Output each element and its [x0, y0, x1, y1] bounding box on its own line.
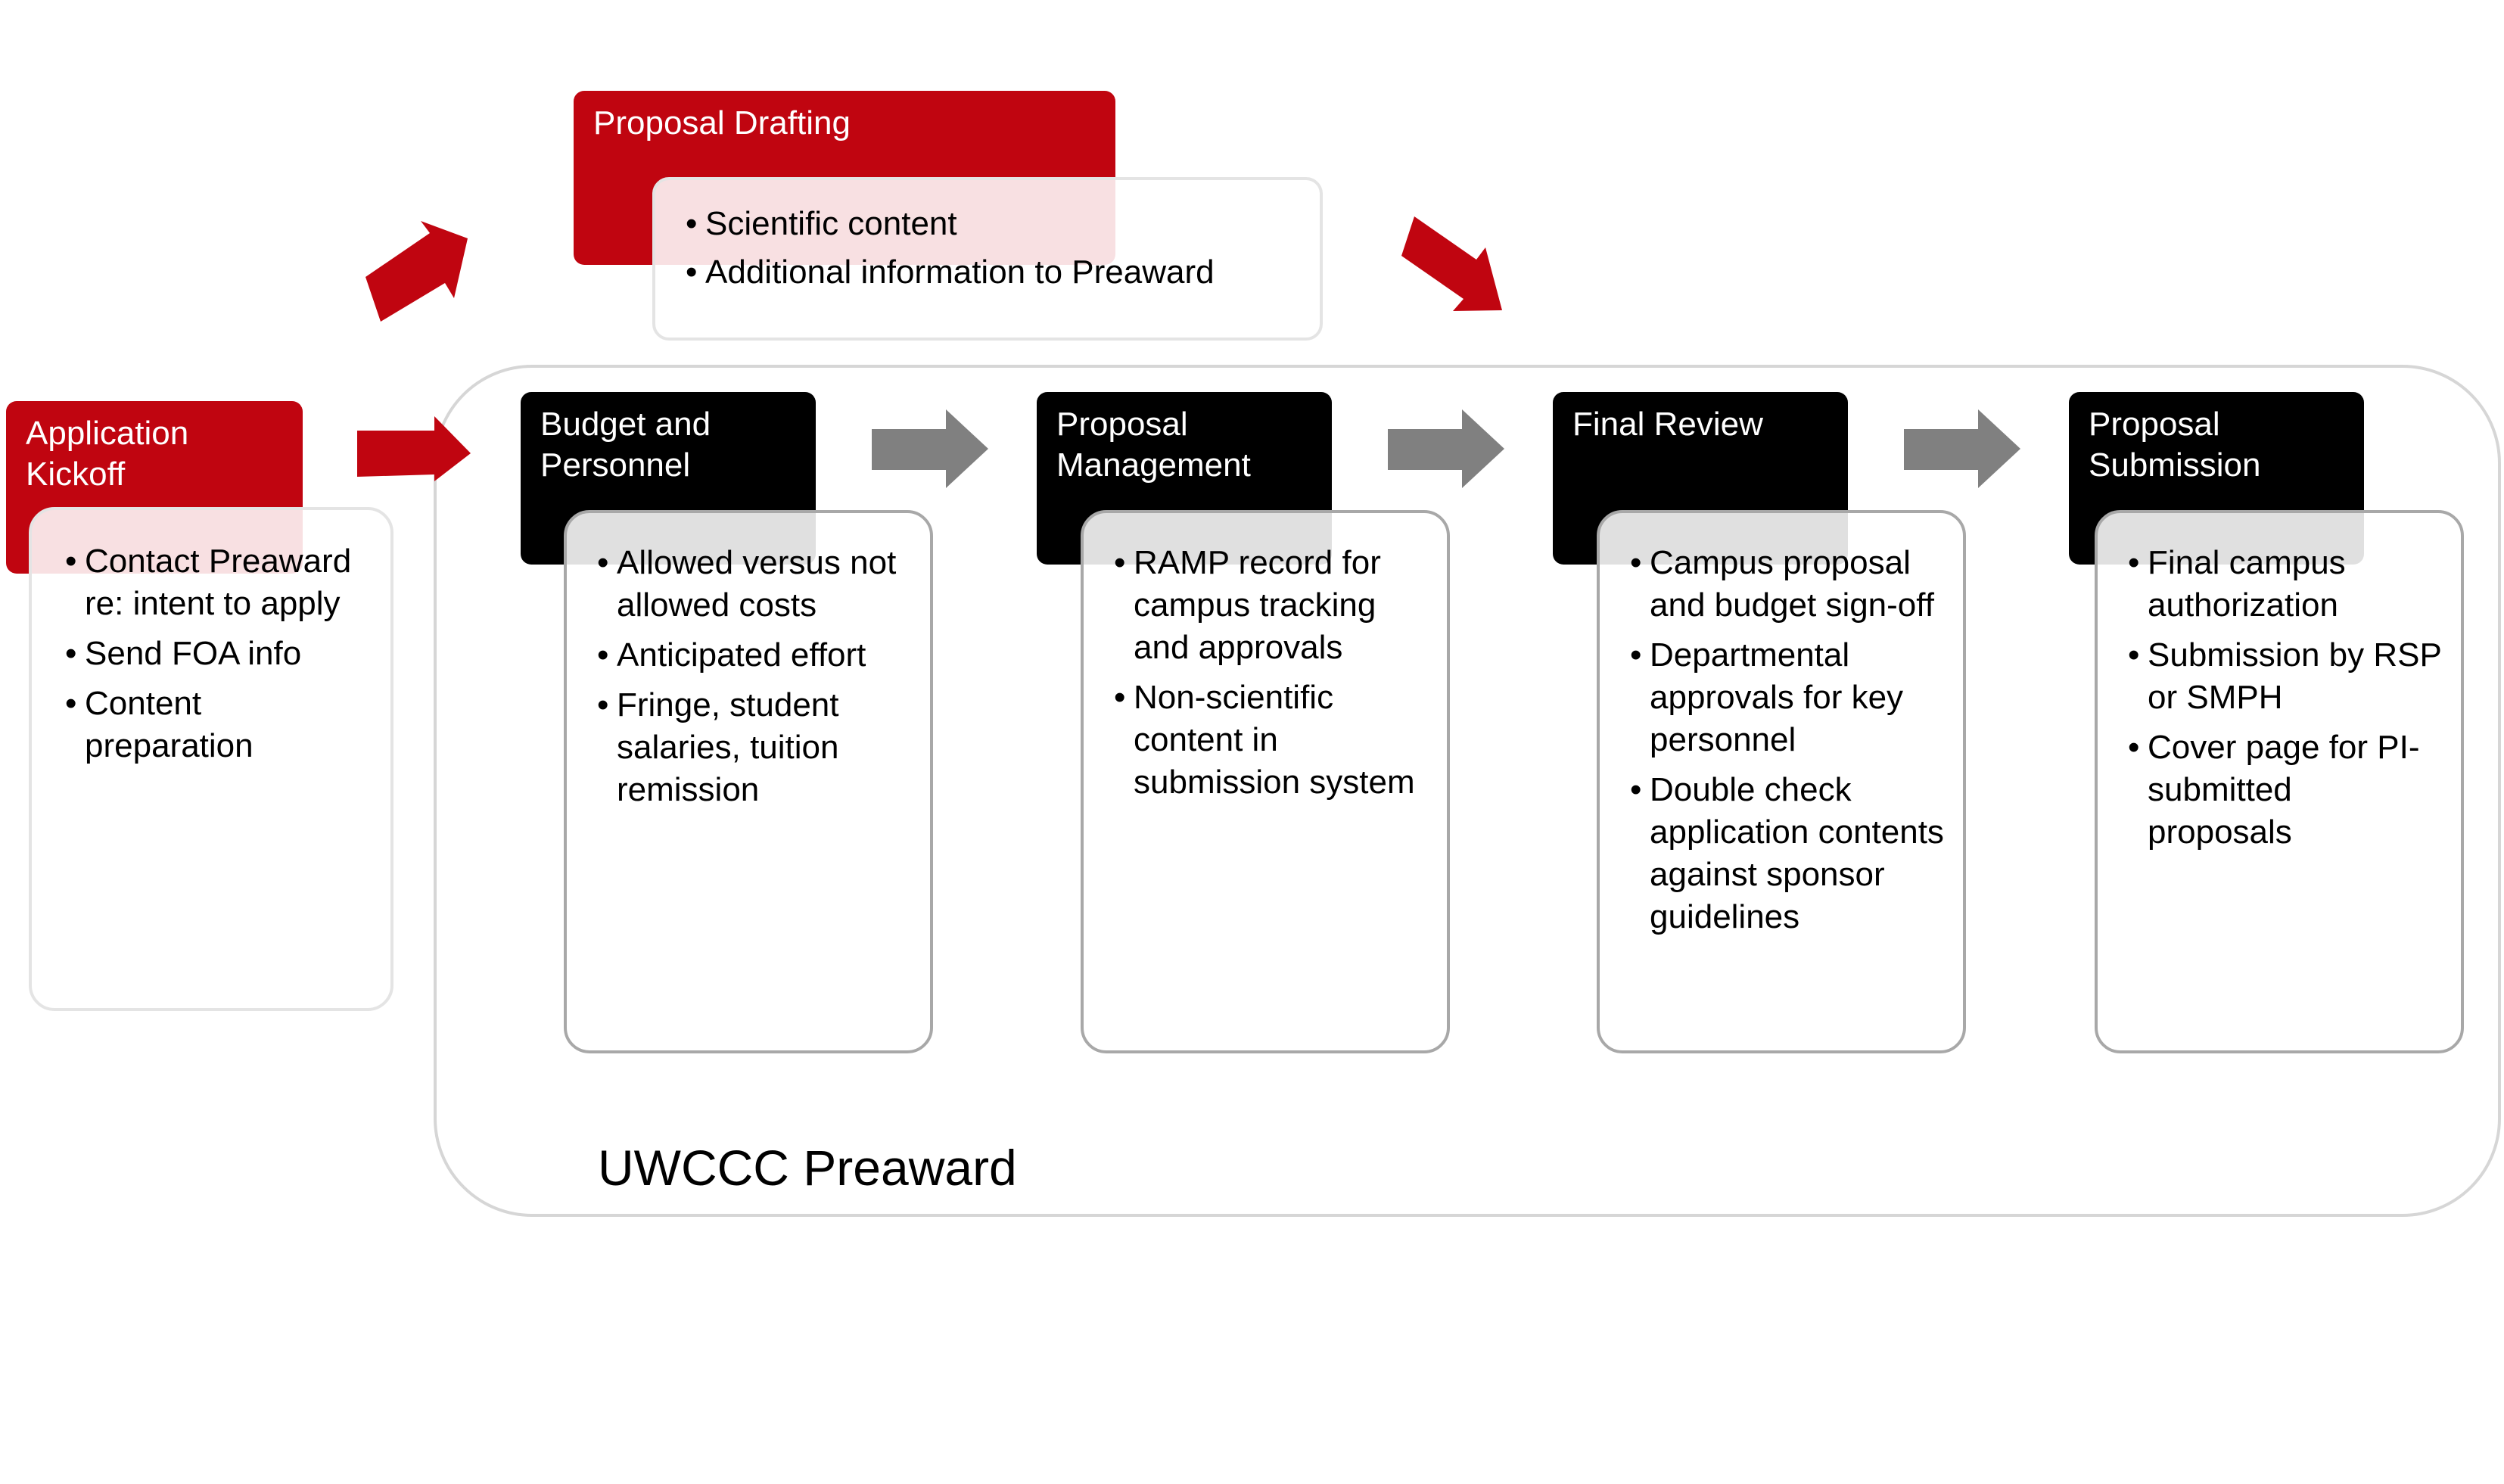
drafting-card: Scientific content Additional informatio…	[652, 177, 1323, 341]
kickoff-card: Contact Preaward re: intent to apply Sen…	[29, 507, 393, 1011]
step-review-card: Campus proposal and budget sign-off Depa…	[1597, 510, 1966, 1053]
step-budget-title: Budget and Personnel	[540, 406, 711, 484]
step-management-bullets: RAMP record for campus tracking and appr…	[1114, 542, 1429, 804]
arrow-step-1-2	[872, 409, 988, 488]
drafting-bullets: Scientific content Additional informatio…	[686, 203, 1302, 294]
kickoff-bullets: Contact Preaward re: intent to apply Sen…	[65, 540, 375, 767]
step-management-card: RAMP record for campus tracking and appr…	[1081, 510, 1450, 1053]
drafting-bullet: Scientific content	[686, 203, 1302, 245]
step-budget-bullets: Allowed versus not allowed costs Anticip…	[597, 542, 912, 811]
step-budget-bullet: Allowed versus not allowed costs	[597, 542, 912, 627]
step-submission-bullets: Final campus authorization Submission by…	[2128, 542, 2443, 854]
kickoff-bullet: Content preparation	[65, 683, 375, 767]
kickoff-bullet: Send FOA info	[65, 633, 375, 675]
kickoff-title: Application Kickoff	[26, 415, 189, 493]
step-submission-bullet: Final campus authorization	[2128, 542, 2443, 627]
step-management-bullet: RAMP record for campus tracking and appr…	[1114, 542, 1429, 669]
kickoff-bullet: Contact Preaward re: intent to apply	[65, 540, 375, 625]
step-budget-bullet: Fringe, student salaries, tuition remiss…	[597, 684, 912, 811]
step-review-bullet: Double check application contents agains…	[1630, 769, 1945, 938]
step-management-title: Proposal Management	[1056, 406, 1251, 484]
arrow-to-drafting	[365, 221, 468, 322]
arrow-step-2-3	[1388, 409, 1504, 488]
step-budget-bullet: Anticipated effort	[597, 634, 912, 677]
arrow-kickoff-to-preaward	[357, 416, 471, 481]
step-review-title: Final Review	[1572, 406, 1763, 443]
preaward-container	[434, 365, 2501, 1217]
step-review-bullets: Campus proposal and budget sign-off Depa…	[1630, 542, 1945, 938]
step-submission-bullet: Submission by RSP or SMPH	[2128, 634, 2443, 719]
step-submission-bullet: Cover page for PI-submitted proposals	[2128, 726, 2443, 854]
arrow-step-3-4	[1904, 409, 2020, 488]
step-submission-title: Proposal Submission	[2089, 406, 2261, 484]
step-review-bullet: Departmental approvals for key personnel	[1630, 634, 1945, 761]
drafting-bullet: Additional information to Preaward	[686, 251, 1302, 294]
step-review-bullet: Campus proposal and budget sign-off	[1630, 542, 1945, 627]
drafting-title: Proposal Drafting	[593, 104, 851, 142]
preaward-label: UWCCC Preaward	[598, 1140, 1017, 1196]
step-budget-card: Allowed versus not allowed costs Anticip…	[564, 510, 933, 1053]
step-submission-card: Final campus authorization Submission by…	[2095, 510, 2464, 1053]
step-management-bullet: Non-scientific content in submission sys…	[1114, 677, 1429, 804]
arrow-from-drafting	[1401, 216, 1502, 311]
